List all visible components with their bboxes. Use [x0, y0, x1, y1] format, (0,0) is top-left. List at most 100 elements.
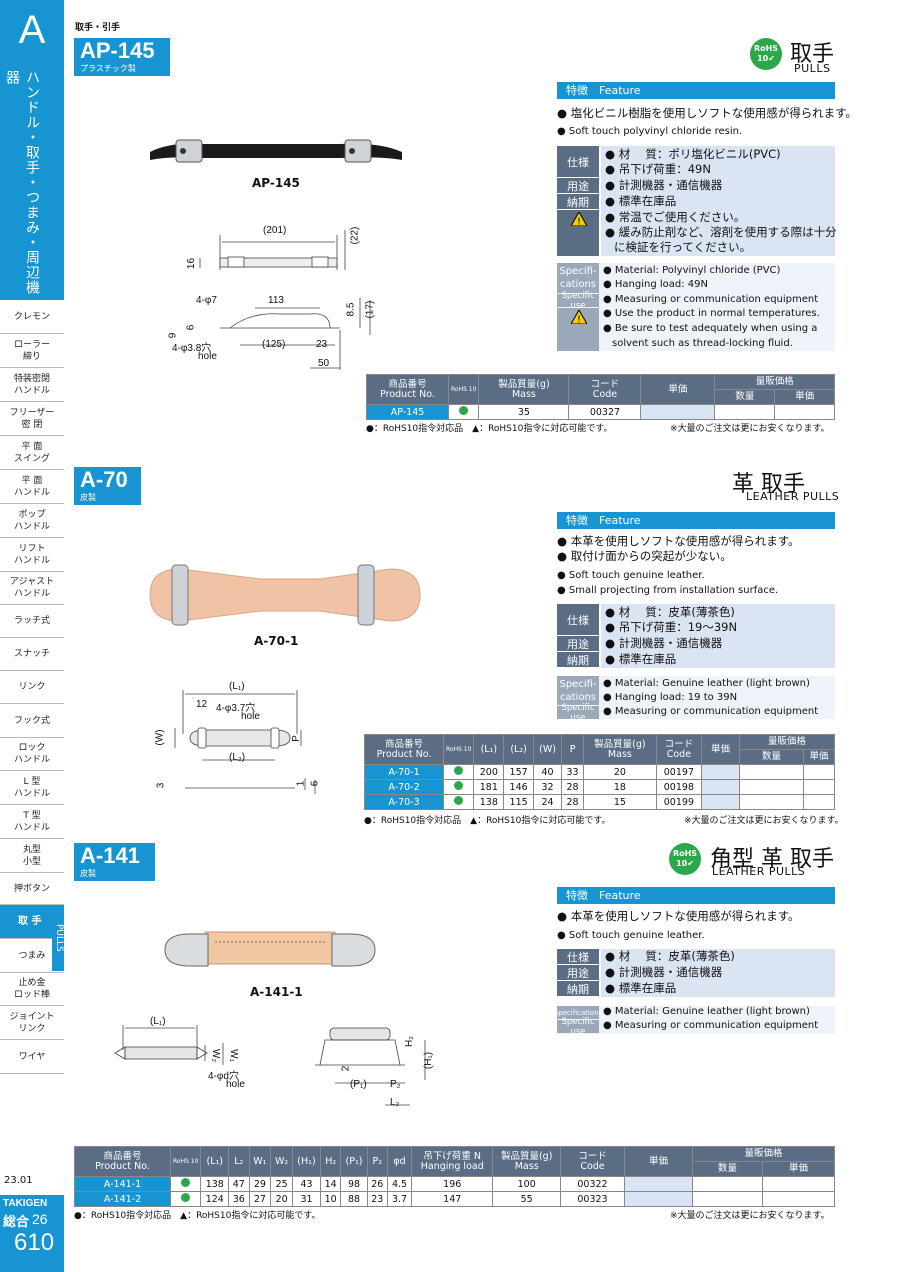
sidebar-item[interactable]: 止め金 ロッド棒 [0, 973, 64, 1006]
cell-product-no: A-70-3 [364, 794, 444, 810]
ap145-title-en: PULLS [794, 62, 831, 75]
a141-note-rohs: ●：RoHS10指令対応品 ▲：RoHS10指令に対応可能です。 [74, 1211, 321, 1221]
a70-use-en: ● Measuring or communication equipment [603, 706, 819, 717]
ap145-spec-load: ● 吊下げ荷重：49N [605, 162, 711, 176]
ap145-warning-en-2: ● Be sure to test adequately when using … [603, 323, 818, 334]
dim-4phi7: 4-φ7 [196, 295, 217, 306]
sidebar-item[interactable]: ロック ハンドル [0, 738, 64, 771]
a141-model: A-141 [80, 843, 140, 868]
a141-spec-material: ● 材 質：皮革(薄茶色) [605, 949, 735, 963]
warning-icon: ! [571, 212, 587, 226]
sidebar-item[interactable]: フック式 [0, 704, 64, 738]
a70-spec-en-label: Specifi-cations [557, 676, 599, 705]
col-volume-price: 量販価格 [714, 374, 835, 390]
cell-mass: 55 [492, 1191, 561, 1207]
ap145-spec-label: 仕様 [557, 146, 599, 177]
ap145-use-en: ● Measuring or communication equipment [603, 294, 819, 305]
ap145-spec-en-label: Specifi-cations [557, 263, 599, 293]
a70-model-tag: A-70 皮製 [74, 467, 141, 505]
sidebar-item[interactable]: つまみ [0, 939, 64, 973]
a70-feature-en-1: ● Soft touch genuine leather. [557, 570, 705, 581]
a70-product-image [149, 564, 421, 626]
sidebar-item[interactable]: ポップ ハンドル [0, 504, 64, 538]
dim-l1: (L₁) [150, 1016, 166, 1027]
a70-feature-jp-2: ● 取付け面からの突起が少ない。 [557, 549, 732, 563]
sidebar-item[interactable]: ラッチ式 [0, 605, 64, 638]
ap145-feature-header: 特徴 Feature [557, 82, 835, 99]
cell-rohs [442, 794, 475, 810]
sidebar-item[interactable]: 特装密閉 ハンドル [0, 368, 64, 402]
cell-product-no: A-141-1 [74, 1176, 171, 1192]
dim-6: 6 [185, 324, 197, 331]
a141-product-image [164, 931, 376, 967]
dim-12: 12 [196, 699, 208, 710]
a70-feature-en-2: ● Small projecting from installation sur… [557, 585, 779, 596]
ap145-warning-en-1: ● Use the product in normal temperatures… [603, 308, 820, 319]
cell-code: 00198 [655, 779, 703, 795]
sidebar-item[interactable]: 丸型 小型 [0, 839, 64, 873]
sidebar: A ハンドル・取手・つまみ・周辺機器 クレモンローラー 締り特装密閉 ハンドルフ… [0, 0, 64, 1272]
sidebar-item[interactable]: アジャスト ハンドル [0, 572, 64, 605]
sidebar-item[interactable]: リンク [0, 671, 64, 704]
cell-p: 33 [561, 764, 585, 780]
total-label: 総合 [3, 1215, 30, 1230]
a70-delivery-label: 納期 [557, 652, 599, 667]
cell-w1: 27 [248, 1191, 272, 1207]
a141-feature-jp: ● 本革を使用しソフトな使用感が得られます。 [557, 909, 800, 923]
a70-note-volume: ※大量のご注文は更にお安くなります。 [684, 816, 844, 826]
sidebar-item[interactable]: リフト ハンドル [0, 538, 64, 572]
sidebar-item[interactable]: 平 面 ハンドル [0, 470, 64, 504]
dim-l2: (L₂) [229, 752, 246, 763]
sidebar-item[interactable]: フリーザー 密 閉 [0, 402, 64, 436]
cell-w2: 25 [270, 1176, 294, 1192]
ap145-dimension-drawing [199, 230, 371, 370]
pulls-tab[interactable]: PULLS [52, 905, 64, 971]
sidebar-item[interactable]: クレモン [0, 300, 64, 334]
ap145-product-image [150, 139, 402, 163]
cell-rohs [447, 404, 480, 420]
cell-rohs [169, 1191, 202, 1207]
dim-h1: (H₁) [423, 1051, 435, 1070]
col-qty: 数量 [714, 389, 776, 405]
cell-code: 00199 [655, 794, 703, 810]
sidebar-item[interactable]: 押ボタン [0, 873, 64, 905]
dim-hole-en: hole [198, 351, 217, 362]
a70-delivery: ● 標準在庫品 [605, 652, 677, 666]
warning-icon: ! [571, 310, 587, 324]
dim-hole: 4-φd穴 [208, 1071, 239, 1082]
sidebar-item[interactable]: T 型 ハンドル [0, 805, 64, 839]
sidebar-item[interactable]: ローラー 締り [0, 334, 64, 368]
ap145-use: ● 計測機器・通信機器 [605, 178, 723, 192]
cell-w: 40 [532, 764, 563, 780]
cell-rohs [442, 779, 475, 795]
ap145-note-rohs: ●：RoHS10指令対応品 ▲：RoHS10指令に対応可能です。 [366, 424, 613, 434]
col-price: 単価 [640, 374, 716, 405]
sidebar-item[interactable]: L 型 ハンドル [0, 771, 64, 805]
ap145-model-tag: AP-145 プラスチック製 [74, 38, 170, 76]
sidebar-item[interactable]: 平 面 スイング [0, 436, 64, 470]
cell-l2: 115 [503, 794, 534, 810]
dim-16: 16 [186, 257, 198, 270]
a141-note-volume: ※大量のご注文は更にお安くなります。 [670, 1211, 830, 1221]
sidebar-item[interactable]: ワイヤ [0, 1040, 64, 1074]
dim-9: 9 [167, 332, 179, 339]
dim-w2: W₂ [210, 1048, 222, 1063]
col-rohs: RoHS 10 [447, 374, 480, 405]
category-label: 取手・引手 [75, 23, 121, 33]
rohs-dot [454, 781, 464, 790]
ap145-feature-jp: ● 塩化ビニル樹脂を使用しソフトな使用感が得られます。 [557, 106, 858, 120]
sidebar-item[interactable]: スナッチ [0, 638, 64, 671]
cell-p: 28 [561, 779, 585, 795]
cell-rohs [169, 1176, 202, 1192]
ap145-feature-en: ● Soft touch polyvinyl chloride resin. [557, 126, 743, 137]
a141-use-en: ● Measuring or communication equipment [603, 1020, 819, 1031]
cell-product-no: AP-145 [366, 404, 449, 420]
total-number: 26 [32, 1211, 48, 1227]
rohs-dot [181, 1193, 191, 1202]
ap145-delivery-label: 納期 [557, 194, 599, 209]
sidebar-item[interactable]: ジョイント リンク [0, 1006, 64, 1040]
ap145-warning-2: ● 緩み防止剤など、溶剤を使用する際は十分 [605, 225, 837, 239]
cell-price [701, 779, 741, 795]
